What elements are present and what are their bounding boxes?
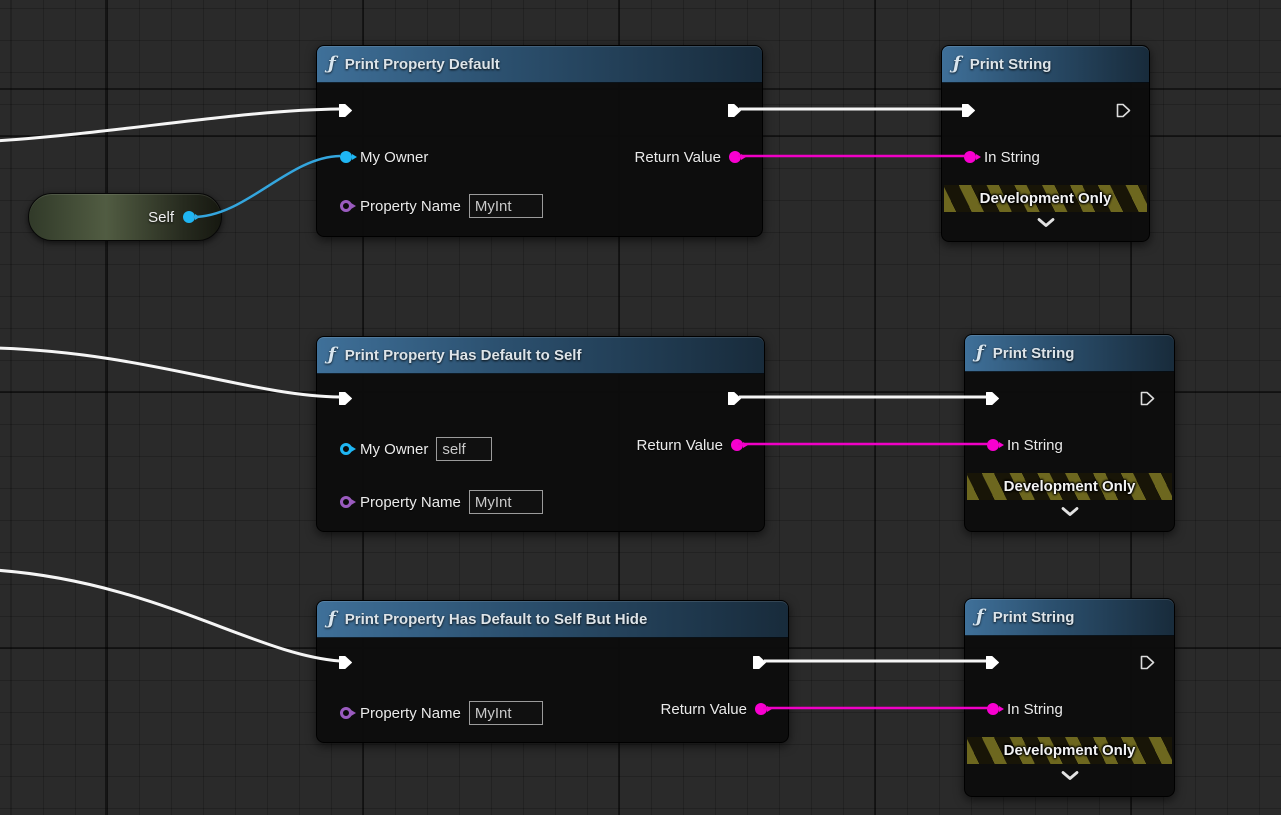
node-title: Print Property Default bbox=[344, 55, 500, 73]
pin-label-in-string: In String bbox=[1007, 436, 1063, 454]
pin-label-in-string: In String bbox=[984, 148, 1040, 166]
exec-out-pin[interactable] bbox=[1116, 103, 1131, 118]
property-name-input[interactable] bbox=[468, 490, 543, 514]
chevron-down-icon[interactable] bbox=[1037, 218, 1055, 228]
node-print-string-3[interactable]: ƒ Print String In String Development Onl… bbox=[964, 598, 1175, 797]
exec-in-pin[interactable] bbox=[985, 655, 1000, 670]
return-value-pin[interactable] bbox=[755, 703, 767, 715]
chevron-down-icon[interactable] bbox=[1061, 771, 1079, 781]
object-pin-my-owner[interactable] bbox=[340, 443, 352, 455]
name-pin-property-name[interactable] bbox=[340, 707, 352, 719]
node-print-property-has-default-to-self[interactable]: ƒ Print Property Has Default to Self My … bbox=[316, 336, 765, 532]
node-print-property-default[interactable]: ƒ Print Property Default My Owner Return… bbox=[316, 45, 763, 237]
function-icon: ƒ bbox=[976, 342, 984, 363]
pin-label-property-name: Property Name bbox=[360, 197, 461, 215]
node-title: Print String bbox=[992, 608, 1075, 626]
pin-label-in-string: In String bbox=[1007, 700, 1063, 718]
exec-out-pin[interactable] bbox=[727, 103, 742, 118]
exec-wire[interactable] bbox=[0, 569, 341, 663]
my-owner-input[interactable] bbox=[436, 437, 493, 461]
node-title: Print String bbox=[969, 55, 1052, 73]
property-name-input[interactable] bbox=[468, 194, 543, 218]
exec-in-pin[interactable] bbox=[338, 391, 353, 406]
string-pin-in-string[interactable] bbox=[964, 151, 976, 163]
pin-label-property-name: Property Name bbox=[360, 704, 461, 722]
node-title: Print Property Has Default to Self bbox=[344, 346, 582, 364]
node-header[interactable]: ƒ Print Property Has Default to Self But… bbox=[317, 601, 788, 638]
exec-out-pin[interactable] bbox=[727, 391, 742, 406]
development-only-label: Development Only bbox=[1003, 742, 1136, 759]
pin-label-return-value: Return Value bbox=[634, 148, 721, 166]
exec-wire[interactable] bbox=[0, 346, 341, 399]
development-only-banner: Development Only bbox=[967, 737, 1172, 764]
pin-label-return-value: Return Value bbox=[660, 700, 747, 718]
exec-out-pin[interactable] bbox=[1140, 655, 1155, 670]
name-pin-property-name[interactable] bbox=[340, 496, 352, 508]
node-title: Print String bbox=[992, 344, 1075, 362]
function-icon: ƒ bbox=[328, 608, 336, 629]
node-header[interactable]: ƒ Print String bbox=[965, 335, 1174, 372]
chevron-down-icon[interactable] bbox=[1061, 507, 1079, 517]
pin-label-return-value: Return Value bbox=[636, 436, 723, 454]
pin-label-property-name: Property Name bbox=[360, 493, 461, 511]
development-only-label: Development Only bbox=[979, 190, 1112, 207]
pin-label-my-owner: My Owner bbox=[360, 440, 429, 458]
node-self-variable[interactable]: Self bbox=[28, 193, 222, 241]
return-value-pin[interactable] bbox=[729, 151, 741, 163]
object-pin-my-owner[interactable] bbox=[340, 151, 352, 163]
development-only-banner: Development Only bbox=[967, 473, 1172, 500]
node-print-string-2[interactable]: ƒ Print String In String Development Onl… bbox=[964, 334, 1175, 532]
function-icon: ƒ bbox=[328, 344, 336, 365]
development-only-label: Development Only bbox=[1003, 478, 1136, 495]
exec-in-pin[interactable] bbox=[985, 391, 1000, 406]
name-pin-property-name[interactable] bbox=[340, 200, 352, 212]
node-header[interactable]: ƒ Print Property Default bbox=[317, 46, 762, 83]
function-icon: ƒ bbox=[328, 53, 336, 74]
function-icon: ƒ bbox=[976, 606, 984, 627]
self-output-pin[interactable] bbox=[183, 211, 195, 223]
return-value-pin[interactable] bbox=[731, 439, 743, 451]
variable-name: Self bbox=[148, 208, 174, 226]
exec-wire[interactable] bbox=[0, 107, 341, 143]
development-only-banner: Development Only bbox=[944, 185, 1147, 212]
property-name-input[interactable] bbox=[468, 701, 543, 725]
function-icon: ƒ bbox=[953, 53, 961, 74]
exec-in-pin[interactable] bbox=[338, 655, 353, 670]
exec-out-pin[interactable] bbox=[1140, 391, 1155, 406]
node-header[interactable]: ƒ Print Property Has Default to Self bbox=[317, 337, 764, 374]
string-pin-in-string[interactable] bbox=[987, 703, 999, 715]
exec-out-pin[interactable] bbox=[752, 655, 767, 670]
node-print-string-1[interactable]: ƒ Print String In String Development Onl… bbox=[941, 45, 1150, 242]
pin-label-my-owner: My Owner bbox=[360, 148, 429, 166]
exec-in-pin[interactable] bbox=[961, 103, 976, 118]
node-header[interactable]: ƒ Print String bbox=[965, 599, 1174, 636]
exec-in-pin[interactable] bbox=[338, 103, 353, 118]
node-header[interactable]: ƒ Print String bbox=[942, 46, 1149, 83]
node-print-property-has-default-to-self-but-hide[interactable]: ƒ Print Property Has Default to Self But… bbox=[316, 600, 789, 743]
node-title: Print Property Has Default to Self But H… bbox=[344, 610, 648, 628]
string-pin-in-string[interactable] bbox=[987, 439, 999, 451]
